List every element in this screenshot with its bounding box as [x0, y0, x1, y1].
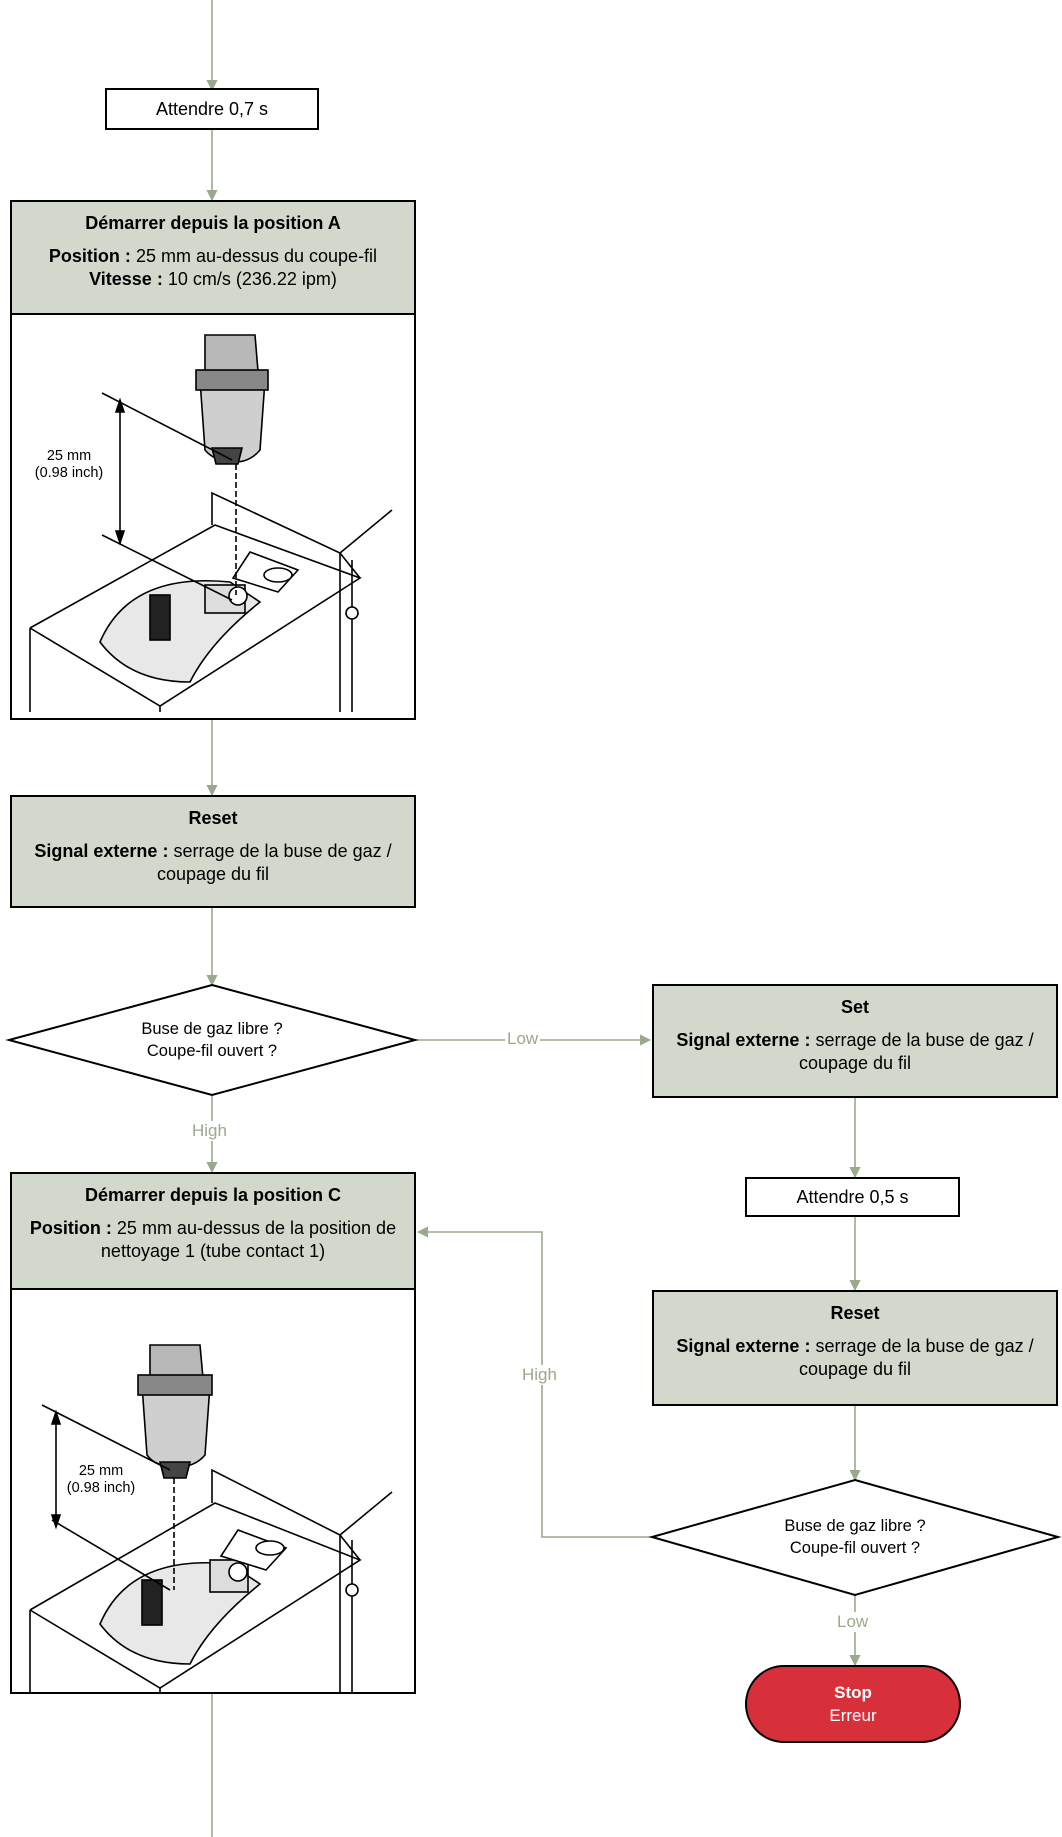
illustration-frame-a — [10, 315, 416, 720]
decision-line1: Buse de gaz libre ? — [141, 1020, 283, 1038]
dimension-label-c: 25 mm (0.98 inch) — [58, 1463, 144, 1497]
dimension-inch: (0.98 inch) — [34, 465, 104, 481]
position-text: 25 mm au-dessus du coupe-fil — [135, 246, 378, 266]
signal-text: serrage de la buse de gaz / coupage du f… — [798, 1336, 1034, 1379]
dimension-inch: (0.98 inch) — [66, 1480, 136, 1496]
step-title: Reset — [830, 1303, 880, 1323]
position-label: Position : — [29, 1218, 112, 1238]
dimension-mm: 25 mm — [78, 1463, 124, 1479]
signal-label: Signal externe : — [676, 1336, 811, 1356]
step-title: Reset — [188, 808, 238, 828]
wait-step-0-5s: Attendre 0,5 s — [745, 1177, 960, 1217]
dimension-label-a: 25 mm (0.98 inch) — [26, 448, 112, 482]
set-step: Set Signal externe : serrage de la buse … — [652, 984, 1058, 1098]
decision-diamond-1 — [5, 983, 419, 1097]
decision-line1: Buse de gaz libre ? — [784, 1517, 926, 1535]
position-line: Position : 25 mm au-dessus de la positio… — [12, 1217, 414, 1263]
start-position-c-step: Démarrer depuis la position C Position :… — [10, 1172, 416, 1290]
position-text: 25 mm au-dessus de la position de nettoy… — [100, 1218, 397, 1261]
step-title: Set — [840, 997, 869, 1017]
signal-line: Signal externe : serrage de la buse de g… — [654, 1029, 1056, 1075]
start-position-a-step: Démarrer depuis la position A Position :… — [10, 200, 416, 315]
signal-text: serrage de la buse de gaz / coupage du f… — [798, 1030, 1034, 1073]
edge-label-low-2: Low — [835, 1612, 871, 1632]
dimension-mm: 25 mm — [46, 448, 92, 464]
step-title: Démarrer depuis la position A — [85, 213, 341, 233]
reset-step-2: Reset Signal externe : serrage de la bus… — [652, 1290, 1058, 1406]
decision-line2: Coupe-fil ouvert ? — [146, 1042, 278, 1060]
signal-label: Signal externe : — [34, 841, 169, 861]
position-label: Position : — [48, 246, 131, 266]
edge-label-low-1: Low — [505, 1029, 541, 1049]
signal-label: Signal externe : — [676, 1030, 811, 1050]
wait-step-label: Attendre 0,7 s — [155, 98, 269, 119]
speed-text: 10 cm/s (236.22 ipm) — [167, 269, 337, 289]
decision-1-text: Buse de gaz libre ? Coupe-fil ouvert ? — [92, 1018, 332, 1062]
wait-step-0-7s: Attendre 0,7 s — [105, 88, 319, 130]
decision-line2: Coupe-fil ouvert ? — [789, 1539, 921, 1557]
wait-step-label: Attendre 0,5 s — [796, 1186, 909, 1207]
signal-line: Signal externe : serrage de la buse de g… — [654, 1335, 1056, 1381]
stop-label: Stop — [834, 1683, 872, 1702]
edge-label-high-1: High — [190, 1121, 229, 1141]
stop-sublabel: Erreur — [829, 1706, 877, 1725]
edge-label-high-2: High — [520, 1365, 559, 1385]
decision-2-text: Buse de gaz libre ? Coupe-fil ouvert ? — [735, 1515, 975, 1559]
signal-text: serrage de la buse de gaz / coupage du f… — [156, 841, 392, 884]
signal-line: Signal externe : serrage de la buse de g… — [12, 840, 414, 886]
position-line: Position : 25 mm au-dessus du coupe-fil — [12, 245, 414, 268]
step-title: Démarrer depuis la position C — [84, 1185, 342, 1205]
reset-step-1: Reset Signal externe : serrage de la bus… — [10, 795, 416, 908]
stop-terminal: Stop Erreur — [745, 1665, 961, 1743]
speed-line: Vitesse : 10 cm/s (236.22 ipm) — [12, 268, 414, 291]
decision-diamond-2 — [648, 1478, 1062, 1597]
speed-label: Vitesse : — [89, 269, 163, 289]
